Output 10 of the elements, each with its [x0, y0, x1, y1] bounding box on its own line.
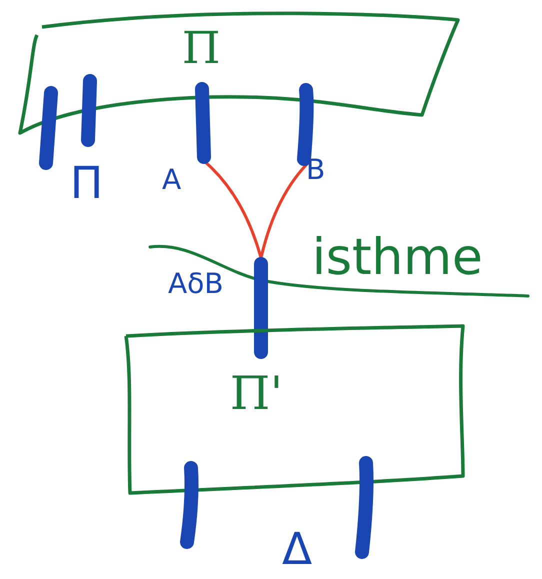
thick-bar: [78, 76, 100, 146]
symbol-label: Δ: [282, 528, 312, 572]
bar-label: B: [306, 156, 326, 184]
bar-label: A: [162, 166, 182, 194]
box-label: Π: [182, 27, 220, 71]
symbol-label: Π: [70, 162, 104, 206]
thick-bar: [38, 88, 58, 170]
box-label: Π': [230, 370, 283, 416]
handwritten-label: isthme: [312, 232, 483, 282]
bar-label: AδB: [168, 270, 224, 298]
